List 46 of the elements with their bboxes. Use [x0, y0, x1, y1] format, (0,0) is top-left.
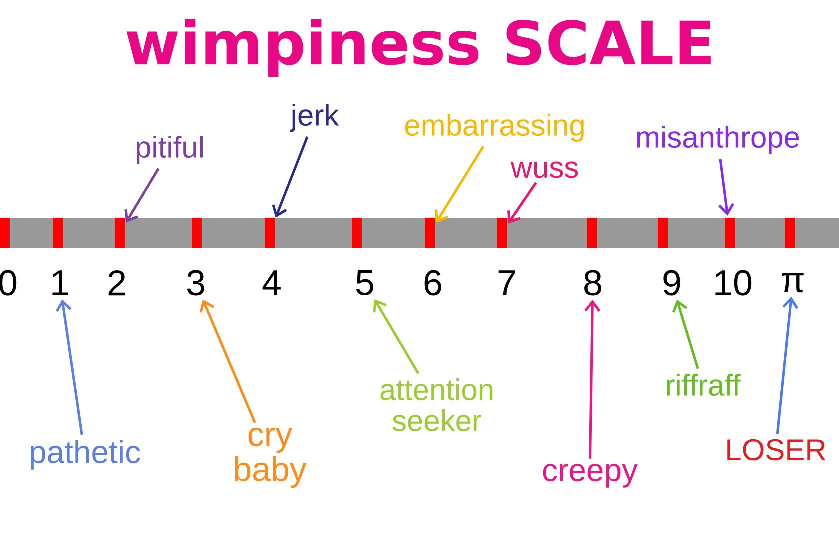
number-label: 2	[108, 270, 126, 296]
number-label: π	[782, 273, 804, 293]
arrow	[718, 159, 734, 216]
arrow	[272, 136, 309, 218]
word-label: cry baby	[235, 428, 307, 488]
number-label: 1	[52, 270, 68, 296]
word-label: creepy	[543, 464, 638, 488]
tick-mark	[785, 218, 795, 248]
word-label: LOSER	[728, 439, 826, 461]
word-label: jerk	[290, 104, 340, 132]
tick-mark	[265, 218, 275, 248]
tick-mark	[0, 218, 10, 248]
tick-mark	[497, 218, 507, 248]
number-label: 6	[424, 270, 442, 296]
title: wimpiness SCALE	[126, 18, 711, 78]
number-label: 5	[356, 270, 374, 296]
arrow	[124, 168, 160, 223]
tick-mark	[587, 218, 597, 248]
arrow	[508, 182, 538, 224]
tick-mark	[352, 218, 362, 248]
tick-mark	[658, 218, 668, 248]
number-label: 8	[584, 270, 602, 296]
arrow	[373, 299, 420, 374]
word-label: attention seeker	[380, 378, 493, 432]
arrow	[776, 296, 798, 434]
number-label: 10	[716, 270, 752, 296]
word-label: embarrassing	[405, 114, 584, 142]
arrow	[200, 300, 256, 424]
tick-mark	[725, 218, 735, 248]
word-label: misanthrope	[637, 126, 800, 154]
number-label: 4	[262, 270, 281, 296]
number-label: 9	[664, 270, 680, 296]
arrow	[56, 300, 84, 436]
tick-mark	[115, 218, 125, 248]
tick-mark	[425, 218, 435, 248]
number-label: 3	[187, 270, 204, 296]
word-label: pathetic	[31, 440, 140, 470]
word-label: riffraff	[667, 374, 741, 396]
number-label: 7	[498, 270, 516, 296]
word-label: wuss	[510, 162, 578, 178]
word-label: pitiful	[136, 136, 203, 164]
arrow	[672, 300, 700, 370]
tick-mark	[53, 218, 63, 248]
arrow	[434, 146, 484, 223]
arrow	[584, 300, 601, 459]
tick-mark	[192, 218, 202, 248]
